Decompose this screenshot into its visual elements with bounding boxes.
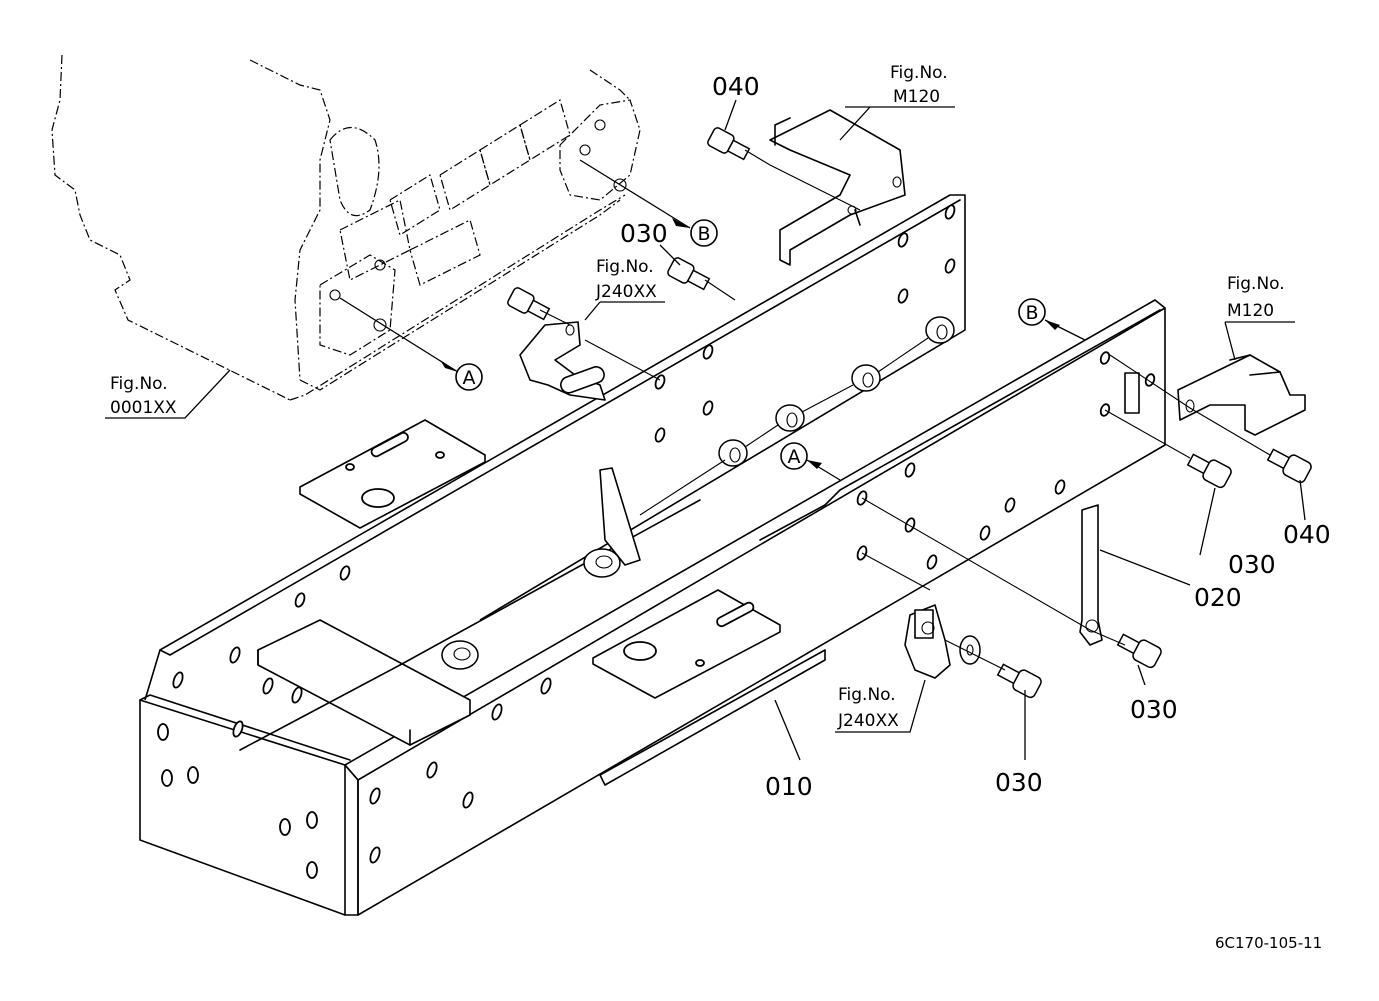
part-label-040: 040 (712, 72, 760, 101)
part-label-030: 030 (1130, 695, 1178, 724)
alignment-lines (539, 149, 1271, 671)
marker-b-engine: B (690, 219, 718, 247)
marker-a-frame: A (780, 442, 808, 470)
part-label-010: 010 (765, 772, 813, 801)
figure-ref-number: M120 (893, 87, 940, 107)
marker-a-engine: A (455, 363, 483, 391)
engine-block-phantom (51, 54, 641, 401)
clamp-j240-top (519, 321, 606, 401)
figure-ref-line1: Fig.No. (1227, 274, 1285, 294)
part-label-020: 020 (1194, 583, 1242, 612)
marker-b-frame: B (1018, 298, 1046, 326)
front-frame-010 (139, 194, 1166, 916)
part-label-030: 030 (995, 768, 1043, 797)
svg-text:A: A (788, 446, 801, 468)
drawing-code: 6C170-105-11 (1215, 934, 1322, 952)
ground-strap-020 (1079, 504, 1103, 646)
frame-holes (157, 204, 1156, 879)
figure-ref-number: J240XX (837, 711, 899, 731)
figure-ref-line1: Fig.No. (838, 685, 896, 705)
clamp-j240-bottom (904, 604, 951, 679)
figure-ref-line1: Fig.No. (596, 257, 654, 277)
bracket-m120-top (769, 109, 906, 266)
svg-text:B: B (1025, 302, 1038, 324)
svg-text:B: B (697, 223, 710, 245)
figure-ref-number: M120 (1227, 301, 1274, 321)
mounting-plate-right (592, 589, 781, 699)
weld-nuts (441, 316, 955, 670)
figure-references: Fig.No. 0001XX Fig.No. J240XX Fig.No. M1… (110, 63, 1285, 731)
figure-ref-line1: Fig.No. (110, 374, 168, 394)
svg-text:A: A (463, 367, 476, 389)
connection-markers: A A B B (455, 219, 1046, 470)
part-label-040: 040 (1283, 520, 1331, 549)
bolts (507, 127, 1312, 699)
leader-lines (105, 99, 1306, 761)
gusset (599, 467, 641, 566)
part-label-030: 030 (620, 219, 668, 248)
figure-ref-number: 0001XX (110, 398, 177, 418)
figure-ref-number: J240XX (595, 282, 657, 302)
bracket-m120-right (1177, 354, 1306, 436)
mounting-plate-left (299, 419, 486, 529)
figure-ref-line1: Fig.No. (890, 63, 948, 83)
washer (959, 635, 981, 665)
part-labels: 040 030 040 030 020 030 030 010 (620, 72, 1331, 801)
part-label-030: 030 (1228, 550, 1276, 579)
